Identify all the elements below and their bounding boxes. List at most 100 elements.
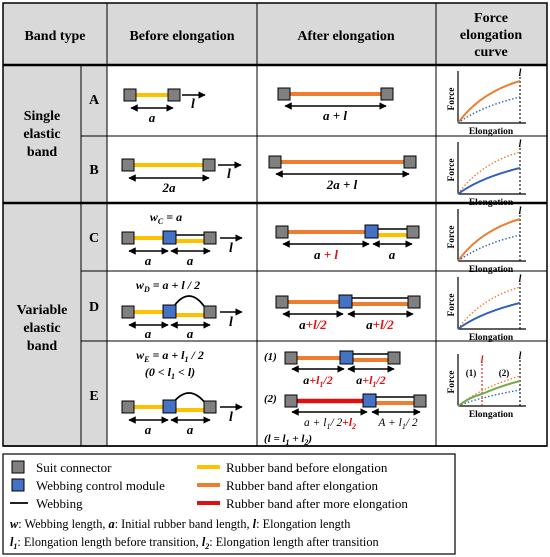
curve-step2: (2) (499, 368, 510, 378)
webbing-module (162, 304, 177, 319)
row-label-b: B (89, 163, 98, 178)
suit-connector (413, 394, 427, 408)
svg-text:l: l (229, 315, 233, 330)
row-c-after: a + l a (275, 224, 420, 262)
curve-blue-dotted (457, 234, 521, 262)
suit-connector (121, 305, 135, 319)
row-e-after: (1) a+l1/2 a+l1/2 (2) a + l1/ 2+l2 A + l… (264, 350, 427, 447)
suit-connector (403, 155, 417, 169)
svg-text:a + l: a + l (314, 247, 338, 262)
curve-ylabel: Force (447, 370, 457, 393)
svg-text:A + l1/ 2: A + l1/ 2 (377, 417, 418, 431)
legend-module-swatch (11, 478, 25, 492)
webbing-module (364, 224, 379, 239)
svg-text:l: l (227, 167, 231, 182)
row-d-after: a+l/2 a+l/2 (275, 294, 421, 332)
legend-webbing-module: Webbing control module (36, 478, 165, 493)
row-e-before: wE = a + l1 / 2 (0 < l1 < l) l a a (121, 348, 243, 437)
svg-text:a+l/2: a+l/2 (366, 317, 394, 332)
svg-text:(l = l1 + l2): (l = l1 + l2) (264, 433, 312, 447)
suit-connector (268, 155, 282, 169)
row-c-before: wC = a l a a (121, 210, 243, 268)
svg-text:(2): (2) (264, 393, 277, 405)
svg-text:2a + l: 2a + l (326, 177, 358, 192)
curve-orange (457, 218, 521, 262)
row-a-before: l a (123, 88, 206, 125)
legend-rubber-more: Rubber band after more elongation (226, 496, 408, 511)
suit-connector (406, 225, 420, 239)
suit-connector (121, 231, 135, 245)
row-label-e: E (89, 389, 98, 404)
suit-connector (121, 400, 135, 414)
svg-text:a+l1/2: a+l1/2 (356, 373, 386, 389)
row-label-a: A (89, 93, 100, 108)
curve-l-label: l (519, 206, 522, 217)
svg-text:l: l (229, 410, 233, 425)
row-b-before: l 2a (121, 158, 242, 195)
svg-text:a: a (145, 422, 152, 437)
svg-text:(0 < l1 < l): (0 < l1 < l) (145, 365, 195, 381)
svg-text:a+l/2: a+l/2 (299, 317, 327, 332)
legend-rubber-after: Rubber band after elongation (226, 478, 378, 493)
svg-text:wC = a: wC = a (150, 210, 182, 226)
webbing-module (339, 350, 354, 365)
svg-text:a+l1/2: a+l1/2 (303, 373, 333, 389)
suit-connector (277, 87, 291, 101)
curve-ylabel: Force (447, 225, 457, 248)
suit-connector (202, 158, 216, 172)
svg-text:l: l (191, 97, 195, 112)
suit-connector (121, 158, 135, 172)
header-after: After elongation (297, 29, 395, 44)
group-variable-line3: band (27, 339, 58, 354)
curve-blue (457, 301, 521, 330)
suit-connector (387, 351, 401, 365)
svg-text:a + l1/ 2+l2: a + l1/ 2+l2 (304, 417, 356, 431)
header-band-type: Band type (24, 29, 85, 44)
group-single-line3: band (27, 145, 58, 160)
legend-box (2, 453, 456, 555)
curve-xlabel: Elongation (469, 410, 514, 420)
webbing-module (162, 230, 177, 245)
row-d-before: wD = a + l / 2 l a a (121, 278, 243, 341)
legend-webbing: Webbing (36, 496, 83, 511)
curve-xlabel: Elongation (469, 333, 514, 343)
svg-text:a: a (149, 110, 156, 125)
curve-green (457, 380, 521, 407)
row-label-d: D (89, 300, 99, 315)
curve-blue (457, 166, 521, 195)
suit-connector (275, 295, 289, 309)
header-curve-line1: Force (474, 11, 508, 26)
curve-l-label: l (519, 139, 522, 150)
row-b-after: 2a + l (268, 155, 417, 192)
svg-text:wD = a + l / 2: wD = a + l / 2 (136, 278, 200, 294)
curve-xlabel: Elongation (469, 198, 514, 208)
group-column-background (3, 65, 81, 446)
legend-definition-2: l1: Elongation length before transition,… (10, 535, 379, 551)
curve-step1: (1) (466, 368, 477, 378)
table-grid (2, 2, 548, 447)
legend-suit-connector: Suit connector (36, 460, 112, 475)
suit-connector (284, 394, 298, 408)
curve-orange (457, 80, 521, 124)
svg-text:wE = a + l1 / 2: wE = a + l1 / 2 (136, 348, 204, 364)
legend-definition-1: w: Webbing length, a: Initial rubber ban… (10, 517, 350, 531)
group-variable-line1: Variable (17, 303, 68, 318)
suit-connector (203, 305, 217, 319)
svg-text:a: a (145, 253, 152, 268)
webbing-module (338, 294, 353, 309)
curve-ylabel: Force (447, 87, 457, 110)
suit-connector (203, 231, 217, 245)
webbing-module (362, 393, 377, 408)
svg-text:a + l: a + l (323, 108, 347, 123)
svg-text:l: l (229, 241, 233, 256)
row-label-c: C (89, 231, 99, 246)
group-variable-line2: elastic (23, 321, 60, 336)
header-background (3, 3, 547, 65)
legend-rubber-before: Rubber band before elongation (226, 460, 388, 475)
curve-ylabel: Force (447, 293, 457, 316)
curve-l-label: l (519, 274, 522, 285)
